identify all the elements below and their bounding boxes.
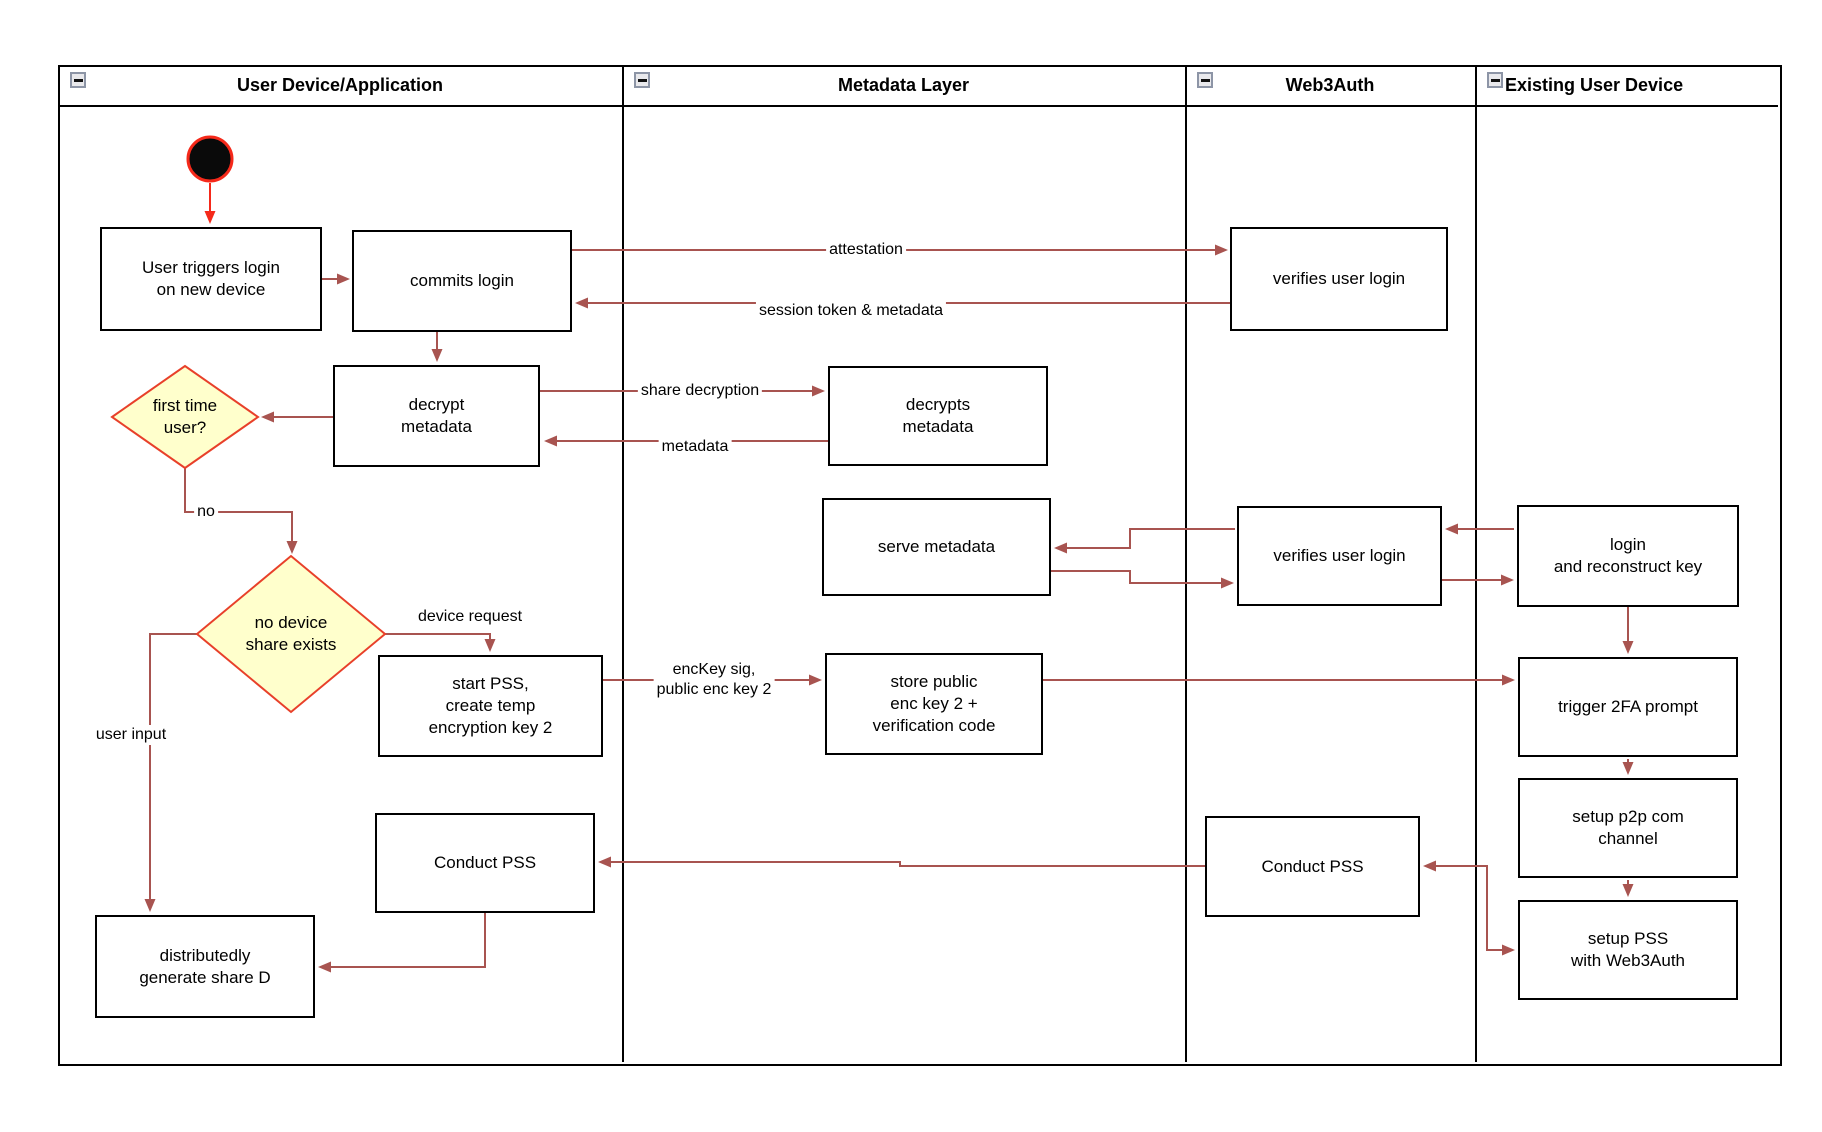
node-verifies-user-login-2[interactable]: verifies user login <box>1237 506 1442 606</box>
decision-no-device-share-label: no device share exists <box>245 613 337 654</box>
enckey-sig-arrow-arrowhead <box>809 674 822 686</box>
user-input-arrow[interactable] <box>149 633 197 901</box>
verifies-2-to-serve-arrowhead <box>1054 542 1067 554</box>
user-triggers-to-commits-arrowhead <box>337 273 350 285</box>
lane-title-4: Existing User Device <box>1505 75 1684 95</box>
start-to-user-triggers-arrowhead <box>204 211 216 224</box>
attestation-arrow-arrowhead <box>1215 244 1228 256</box>
header-divider <box>58 105 1778 107</box>
no-branch-arrowhead <box>286 541 298 554</box>
p2p-to-setup-pss-arrowhead <box>1622 884 1634 897</box>
minus-glyph <box>637 78 647 82</box>
user-input-arrow-arrowhead <box>144 899 156 912</box>
conduct-to-distributedly[interactable] <box>329 913 486 968</box>
serve-to-verifies-2-arrowhead <box>1221 577 1234 589</box>
lane-title-1: User Device/Application <box>236 75 444 95</box>
minus-glyph <box>1490 78 1500 82</box>
node-decrypts-metadata[interactable]: decrypts metadata <box>828 366 1048 466</box>
node-setup-pss-web3auth[interactable]: setup PSS with Web3Auth <box>1518 900 1738 1000</box>
node-verifies-user-login-1[interactable]: verifies user login <box>1230 227 1448 331</box>
serve-to-verifies-2[interactable] <box>1051 570 1223 584</box>
enckey-sig-arrow-label: encKey sig, public enc key 2 <box>653 660 775 700</box>
commits-to-decrypt-arrowhead <box>431 349 443 362</box>
collapse-minus-icon[interactable] <box>634 72 650 88</box>
collapse-minus-icon[interactable] <box>70 72 86 88</box>
device-request-arrow[interactable] <box>385 633 491 641</box>
conduct-w3a-to-conduct-device-arrowhead <box>598 856 611 868</box>
lane-divider <box>622 65 624 1062</box>
decrypt-to-first-time-arrowhead <box>261 411 274 423</box>
device-request-arrow-label: device request <box>414 607 526 627</box>
node-serve-metadata[interactable]: serve metadata <box>822 498 1051 596</box>
attestation-arrow-label: attestation <box>826 240 906 260</box>
node-setup-p2p-channel[interactable]: setup p2p com channel <box>1518 778 1738 878</box>
store-to-trigger-2fa-arrowhead <box>1502 674 1515 686</box>
minus-glyph <box>73 78 83 82</box>
device-request-arrow-arrowhead <box>484 639 496 652</box>
conduct-w3a-setup-pss-link-arrowhead <box>1502 944 1515 956</box>
lane-divider <box>1185 65 1187 1062</box>
node-login-reconstruct-key[interactable]: login and reconstruct key <box>1517 505 1739 607</box>
node-commits-login[interactable]: commits login <box>352 230 572 332</box>
node-conduct-pss-web3auth[interactable]: Conduct PSS <box>1205 816 1420 917</box>
node-trigger-2fa-prompt[interactable]: trigger 2FA prompt <box>1518 657 1738 757</box>
diagram-frame <box>58 65 1782 1066</box>
metadata-return-arrow-arrowhead <box>544 435 557 447</box>
conduct-w3a-setup-pss-link-arrowhead <box>1423 860 1436 872</box>
collapse-minus-icon[interactable] <box>1197 72 1213 88</box>
node-start-pss[interactable]: start PSS, create temp encryption key 2 <box>378 655 603 757</box>
lane-divider <box>1475 65 1477 1062</box>
login-to-trigger-2fa-arrowhead <box>1622 641 1634 654</box>
node-distributedly-generate[interactable]: distributedly generate share D <box>95 915 315 1018</box>
start-node[interactable] <box>186 135 234 183</box>
login-to-verifies-2-arrowhead <box>1445 523 1458 535</box>
conduct-w3a-setup-pss-link[interactable] <box>1434 865 1504 951</box>
user-input-arrow-label: user input <box>92 725 170 745</box>
lane-title-2: Metadata Layer <box>837 75 970 95</box>
share-decryption-arrow-arrowhead <box>812 385 825 397</box>
collapse-minus-icon[interactable] <box>1487 72 1503 88</box>
no-branch-label: no <box>194 502 218 522</box>
conduct-to-distributedly-arrowhead <box>318 961 331 973</box>
node-store-public-enc-key[interactable]: store public enc key 2 + verification co… <box>825 653 1043 755</box>
decision-first-time-user[interactable] <box>110 364 260 470</box>
session-token-arrow-arrowhead <box>575 297 588 309</box>
trigger-to-p2p-arrowhead <box>1622 762 1634 775</box>
minus-glyph <box>1200 78 1210 82</box>
conduct-w3a-to-conduct-device[interactable] <box>609 861 1205 867</box>
decision-no-device-share[interactable] <box>195 554 387 714</box>
verifies-2-to-login-arrowhead <box>1501 574 1514 586</box>
decision-first-time-user-label: first time user? <box>152 396 218 437</box>
no-branch[interactable] <box>184 468 293 543</box>
share-decryption-arrow-label: share decryption <box>637 381 763 401</box>
lane-title-3: Web3Auth <box>1285 75 1375 95</box>
session-token-arrow-label: session token & metadata <box>755 301 947 321</box>
node-decrypt-metadata[interactable]: decrypt metadata <box>333 365 540 467</box>
node-user-triggers-login[interactable]: User triggers login on new device <box>100 227 322 331</box>
node-conduct-pss-device[interactable]: Conduct PSS <box>375 813 595 913</box>
verifies-2-to-serve[interactable] <box>1065 528 1235 549</box>
metadata-return-arrow-label: metadata <box>658 437 732 457</box>
